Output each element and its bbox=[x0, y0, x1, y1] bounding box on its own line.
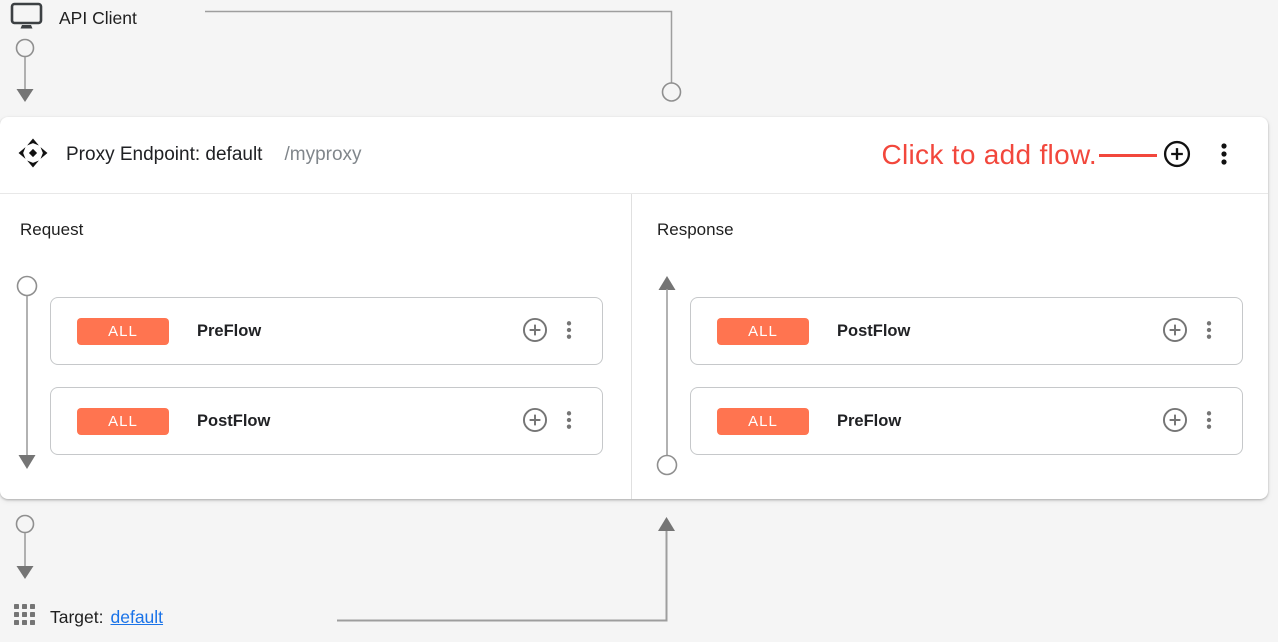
condition-badge: ALL bbox=[77, 317, 169, 345]
proxy-out-connector bbox=[15, 514, 35, 579]
add-policy-button[interactable] bbox=[522, 317, 548, 346]
condition-badge: ALL bbox=[717, 317, 809, 345]
client-to-proxy-connector bbox=[205, 10, 682, 102]
plus-circle-icon bbox=[1162, 317, 1188, 346]
kebab-menu-icon bbox=[1218, 140, 1230, 171]
plus-circle-icon bbox=[1163, 140, 1191, 171]
flow-name: PreFlow bbox=[197, 321, 262, 340]
request-response-divider bbox=[631, 194, 632, 499]
request-section-label: Request bbox=[20, 220, 84, 239]
grid-icon bbox=[14, 604, 36, 631]
api-client-out-connector bbox=[15, 38, 35, 102]
move-arrows-icon bbox=[18, 138, 48, 173]
monitor-icon bbox=[10, 2, 43, 35]
flow-name: PreFlow bbox=[837, 411, 902, 430]
target-node: Target: default bbox=[14, 604, 163, 631]
proxy-endpoint-panel: Proxy Endpoint: default /myproxy Click t… bbox=[0, 117, 1268, 499]
add-flow-annotation: Click to add flow. bbox=[881, 139, 1097, 170]
annotation-pointer-line bbox=[1099, 153, 1157, 157]
response-section-label: Response bbox=[657, 220, 734, 239]
condition-badge: ALL bbox=[717, 407, 809, 435]
add-policy-button[interactable] bbox=[1162, 407, 1188, 436]
flow-name: PostFlow bbox=[197, 411, 271, 430]
proxy-endpoint-header: Proxy Endpoint: default /myproxy Click t… bbox=[0, 117, 1268, 193]
kebab-menu-icon bbox=[564, 317, 574, 346]
plus-circle-icon bbox=[522, 407, 548, 436]
flow-menu-button[interactable] bbox=[1204, 407, 1214, 436]
flow-menu-button[interactable] bbox=[1204, 317, 1214, 346]
add-policy-button[interactable] bbox=[522, 407, 548, 436]
proxy-basepath: /myproxy bbox=[284, 144, 362, 165]
api-client-node: API Client bbox=[10, 2, 137, 35]
response-preflow-card[interactable]: ALL PreFlow bbox=[690, 387, 1243, 455]
response-postflow-card[interactable]: ALL PostFlow bbox=[690, 297, 1243, 365]
plus-circle-icon bbox=[1162, 407, 1188, 436]
flow-menu-button[interactable] bbox=[564, 407, 574, 436]
target-label: Target: bbox=[50, 607, 104, 627]
flow-name: PostFlow bbox=[837, 321, 911, 340]
request-preflow-card[interactable]: ALL PreFlow bbox=[50, 297, 603, 365]
request-postflow-card[interactable]: ALL PostFlow bbox=[50, 387, 603, 455]
kebab-menu-icon bbox=[564, 407, 574, 436]
add-flow-button[interactable] bbox=[1163, 140, 1191, 171]
api-client-label: API Client bbox=[59, 8, 137, 28]
panel-title: Proxy Endpoint: default bbox=[66, 144, 263, 165]
header-divider bbox=[0, 193, 1268, 194]
target-return-connector bbox=[337, 517, 675, 622]
add-policy-button[interactable] bbox=[1162, 317, 1188, 346]
kebab-menu-icon bbox=[1204, 407, 1214, 436]
condition-badge: ALL bbox=[77, 407, 169, 435]
flow-menu-button[interactable] bbox=[564, 317, 574, 346]
plus-circle-icon bbox=[522, 317, 548, 346]
target-link[interactable]: default bbox=[110, 607, 164, 627]
kebab-menu-icon bbox=[1204, 317, 1214, 346]
endpoint-menu-button[interactable] bbox=[1218, 140, 1230, 171]
